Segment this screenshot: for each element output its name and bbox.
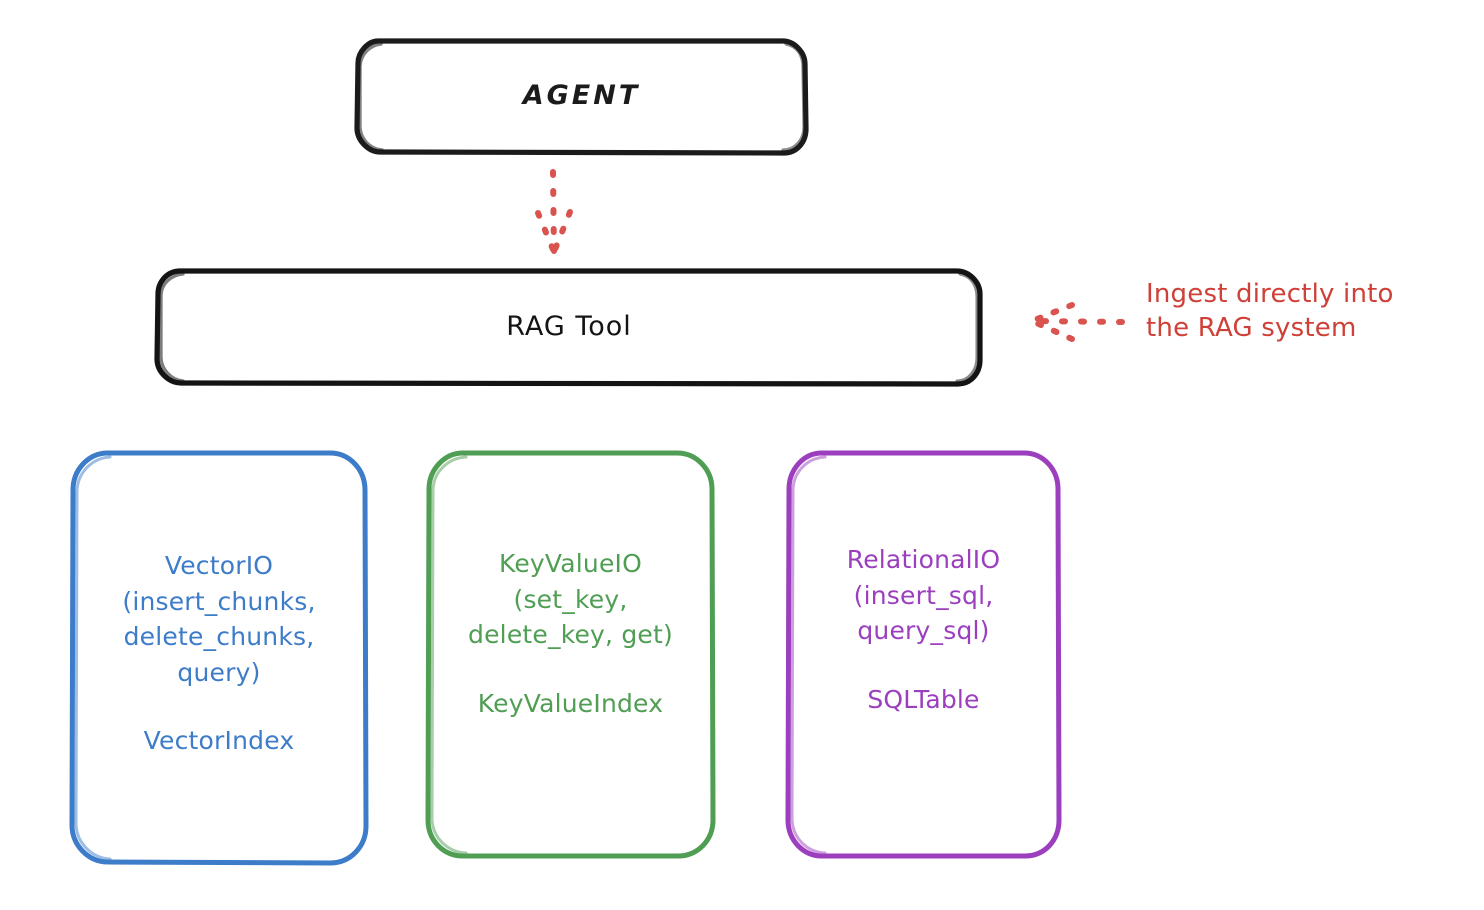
node-vector-io-content: VectorIO (insert_chunks, delete_chunks, … xyxy=(72,548,366,755)
connector-agent-to-rag-tool xyxy=(535,169,573,255)
node-rag-tool[interactable]: RAG Tool xyxy=(157,270,981,384)
node-key-value-io[interactable]: KeyValueIO (set_key, delete_key, get) Ke… xyxy=(428,452,713,856)
node-relational-io-index-label: SQLTable xyxy=(867,684,980,714)
connector-ingest-to-rag-tool xyxy=(1029,302,1125,342)
node-key-value-io-index-label: KeyValueIndex xyxy=(477,688,664,718)
node-relational-io[interactable]: RelationalIO (insert_sql, query_sql) SQL… xyxy=(788,452,1059,856)
node-vector-io-index-label: VectorIndex xyxy=(143,726,295,755)
node-relational-io-api-label: RelationalIO (insert_sql, query_sql) xyxy=(846,545,1001,646)
node-key-value-io-content: KeyValueIO (set_key, delete_key, get) Ke… xyxy=(428,546,713,718)
node-vector-io-api-label: VectorIO (insert_chunks, delete_chunks, … xyxy=(122,551,316,687)
node-relational-io-content: RelationalIO (insert_sql, query_sql) SQL… xyxy=(788,542,1059,714)
annotation-ingest-directly: Ingest directly into the RAG system xyxy=(1146,279,1394,344)
node-vector-io[interactable]: VectorIO (insert_chunks, delete_chunks, … xyxy=(72,452,366,863)
node-agent[interactable]: AGENT xyxy=(357,40,806,153)
node-rag-tool-label: RAG Tool xyxy=(506,310,632,342)
node-key-value-io-api-label: KeyValueIO (set_key, delete_key, get) xyxy=(468,549,673,650)
node-agent-label: AGENT xyxy=(522,80,641,112)
